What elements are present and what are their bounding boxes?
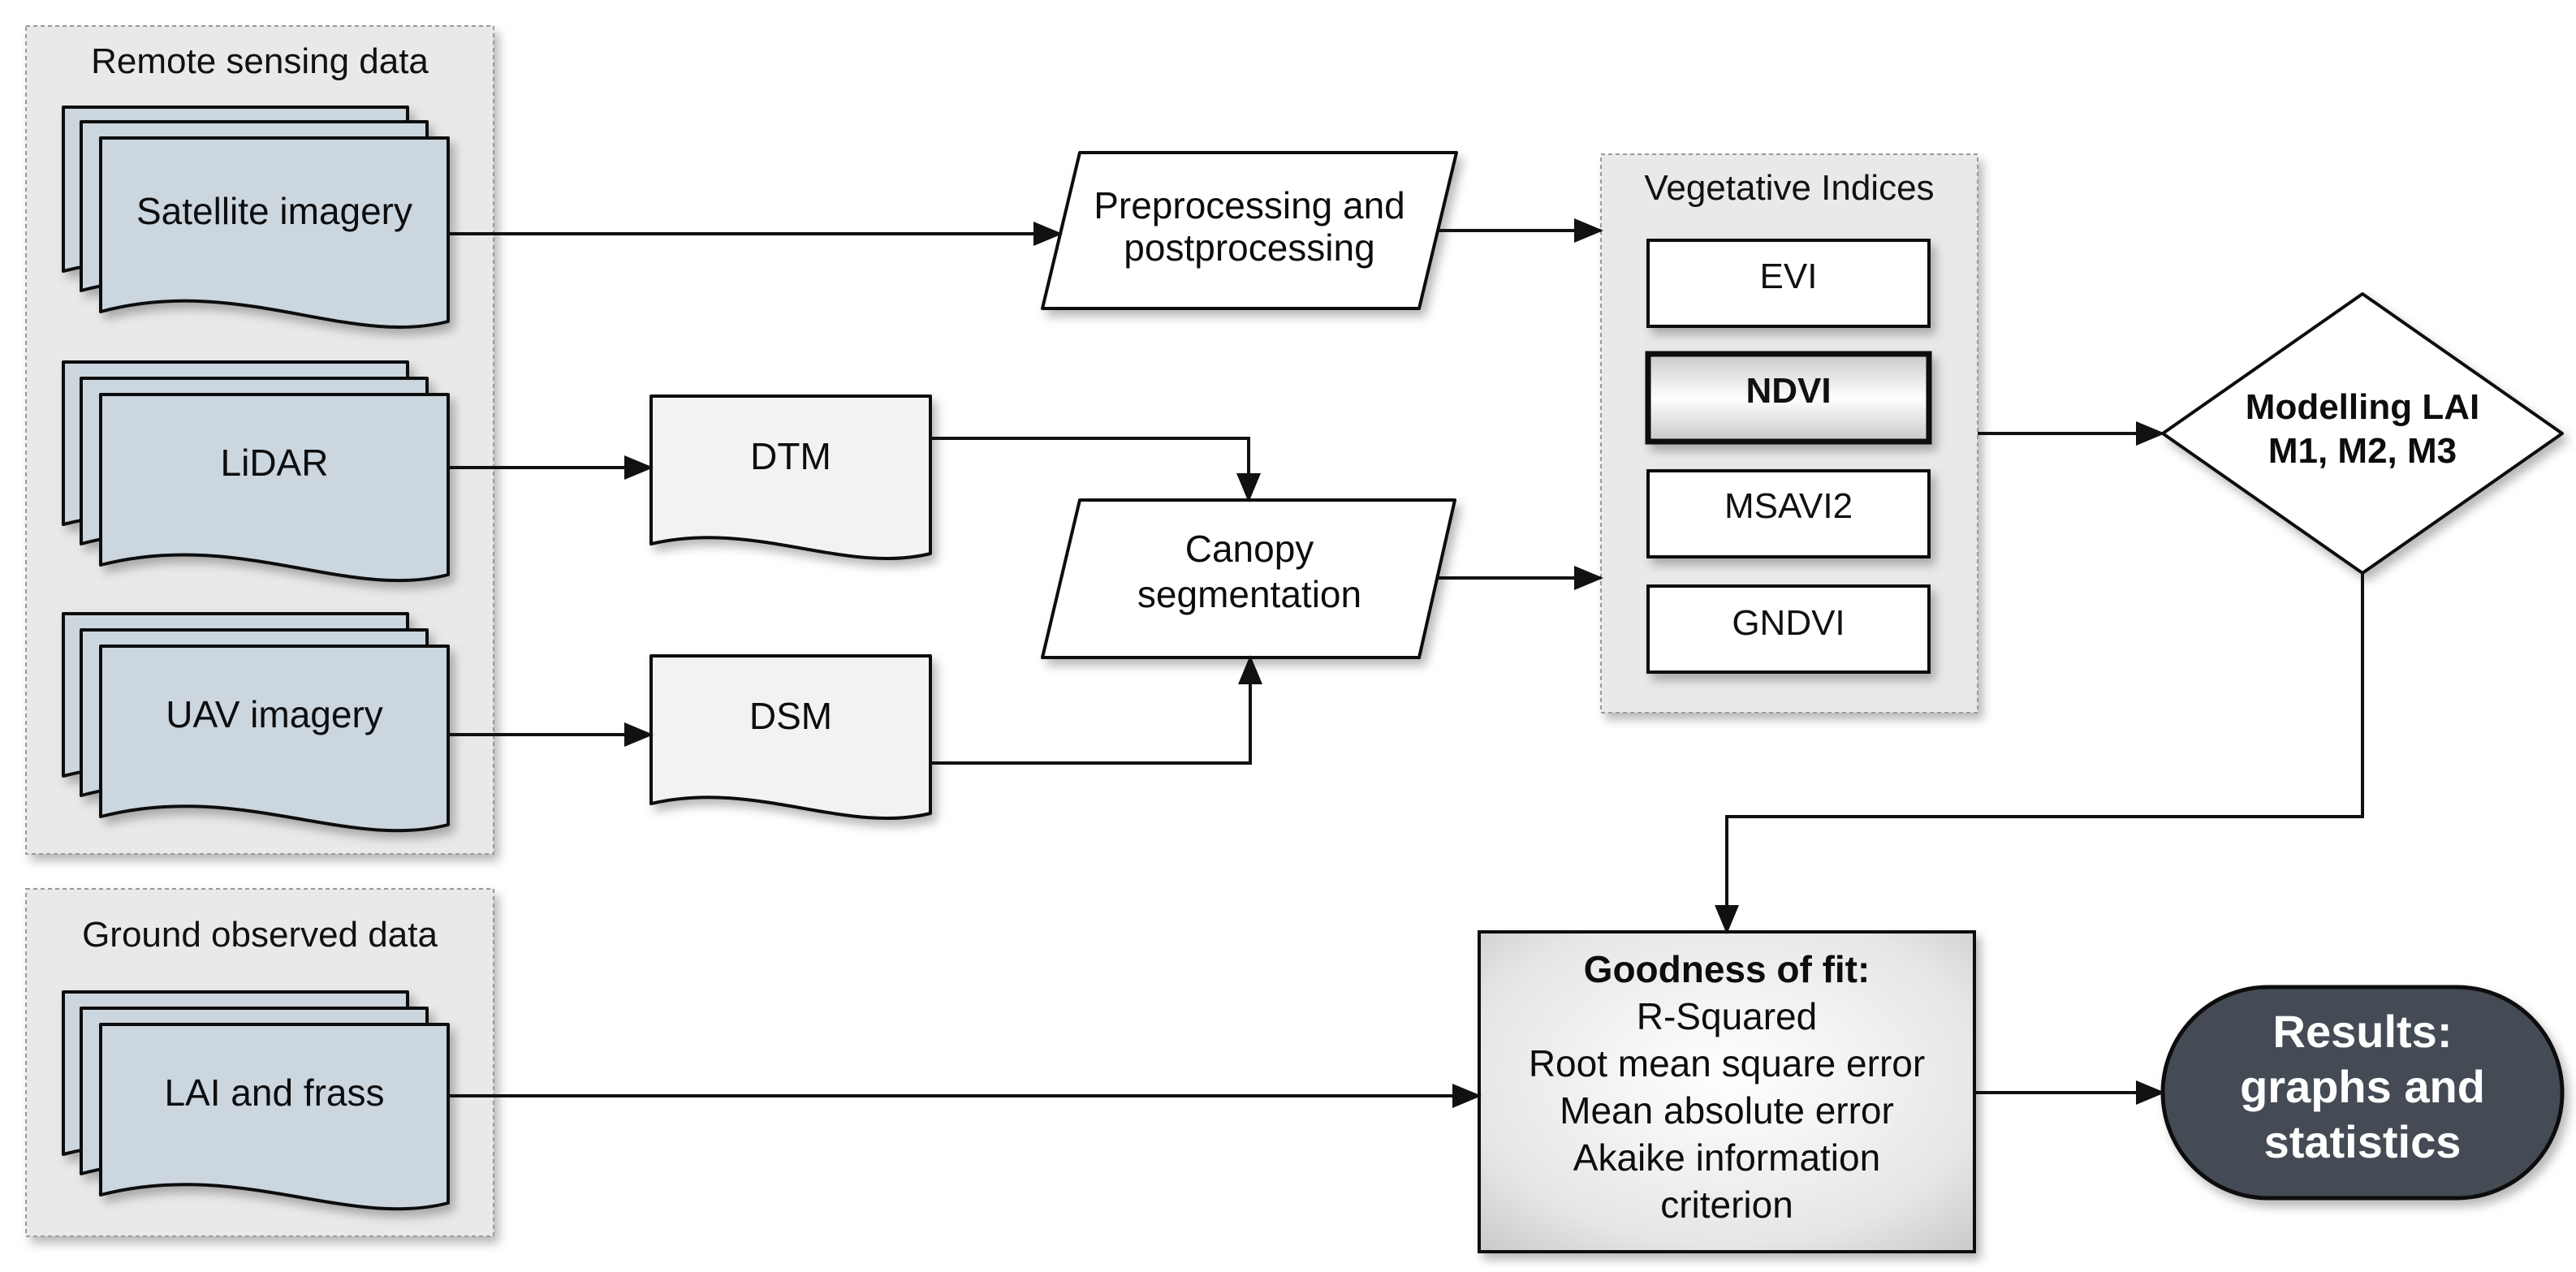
uav-imagery-node[interactable]: UAV imagery <box>62 612 450 833</box>
doc-stack-front <box>99 136 450 329</box>
index-gndvi[interactable]: GNDVI <box>1646 584 1931 674</box>
uav-imagery-label: UAV imagery <box>166 693 383 735</box>
dtm-shape <box>649 395 932 561</box>
results-node[interactable]: Results: graphs and statistics <box>2160 985 2565 1201</box>
lidar-label: LiDAR <box>221 442 329 484</box>
modelling-lai-label-line2: M1, M2, M3 <box>2268 431 2457 471</box>
doc-stack-front <box>99 645 450 833</box>
dsm-shape <box>649 654 932 821</box>
index-msavi2-box <box>1646 469 1931 558</box>
arrow-dsm-to-segmentation <box>930 655 1262 765</box>
dtm-node[interactable]: DTM <box>649 395 932 561</box>
dsm-node[interactable]: DSM <box>649 654 932 821</box>
index-ndvi-box <box>1645 351 1932 445</box>
goodness-of-fit-node[interactable]: Goodness of fit: R-Squared Root mean squ… <box>1478 930 1976 1253</box>
index-ndvi[interactable]: NDVI <box>1645 351 1932 445</box>
index-evi-label: EVI <box>1760 257 1818 296</box>
results-label-line3: statistics <box>2264 1116 2462 1167</box>
goodness-of-fit-metric: Akaike information <box>1573 1136 1880 1179</box>
results-label-line2: graphs and <box>2240 1061 2485 1112</box>
goodness-of-fit-metric: Root mean square error <box>1529 1042 1925 1084</box>
index-msavi2[interactable]: MSAVI2 <box>1646 469 1931 558</box>
doc-stack-front <box>99 393 450 583</box>
index-gndvi-box <box>1646 584 1931 674</box>
satellite-imagery-label: Satellite imagery <box>136 190 412 232</box>
arrow-modelling-to-goodness <box>1715 573 2364 934</box>
results-label-line1: Results: <box>2273 1006 2453 1057</box>
doc-stack-front <box>99 1023 450 1211</box>
canopy-segmentation-label-line1: Canopy <box>1185 528 1314 570</box>
lai-frass-label: LAI and frass <box>164 1071 384 1114</box>
dtm-label: DTM <box>750 435 831 477</box>
dsm-label: DSM <box>749 695 832 737</box>
modelling-lai-label-line1: Modelling LAI <box>2246 387 2479 427</box>
lidar-node[interactable]: LiDAR <box>62 360 450 583</box>
index-gndvi-label: GNDVI <box>1732 603 1845 643</box>
index-msavi2-label: MSAVI2 <box>1724 486 1853 526</box>
vegetative-indices-group: Vegetative Indices EVI NDVI MSAVI2 GNDVI <box>1600 153 1978 714</box>
connectors <box>448 218 2364 1108</box>
index-ndvi-label: NDVI <box>1745 371 1831 411</box>
preprocessing-label-line2: postprocessing <box>1124 226 1374 269</box>
goodness-of-fit-title: Goodness of fit: <box>1584 948 1871 990</box>
goodness-of-fit-box <box>1478 930 1976 1253</box>
goodness-of-fit-metric: R-Squared <box>1637 995 1817 1037</box>
modelling-lai-node[interactable]: Modelling LAI M1, M2, M3 <box>2161 292 2564 575</box>
canopy-segmentation-node[interactable]: Canopy segmentation <box>1041 498 1456 659</box>
vegetative-indices-title: Vegetative Indices <box>1644 168 1934 208</box>
satellite-imagery-node[interactable]: Satellite imagery <box>62 106 450 329</box>
arrow-dtm-to-segmentation <box>930 437 1261 502</box>
preprocessing-node[interactable]: Preprocessing and postprocessing <box>1041 151 1458 310</box>
ground-observed-group-title: Ground observed data <box>82 915 438 955</box>
index-evi[interactable]: EVI <box>1646 239 1931 328</box>
goodness-of-fit-metric: criterion <box>1660 1184 1793 1226</box>
goodness-of-fit-metric: Mean absolute error <box>1560 1089 1894 1132</box>
canopy-segmentation-shape <box>1041 498 1456 659</box>
remote-sensing-group-title: Remote sensing data <box>91 41 429 81</box>
canopy-segmentation-label-line2: segmentation <box>1137 573 1361 615</box>
lai-frass-node[interactable]: LAI and frass <box>62 990 450 1211</box>
preprocessing-label-line1: Preprocessing and <box>1094 184 1405 226</box>
index-evi-box <box>1646 239 1931 328</box>
preprocessing-shape <box>1041 151 1458 310</box>
